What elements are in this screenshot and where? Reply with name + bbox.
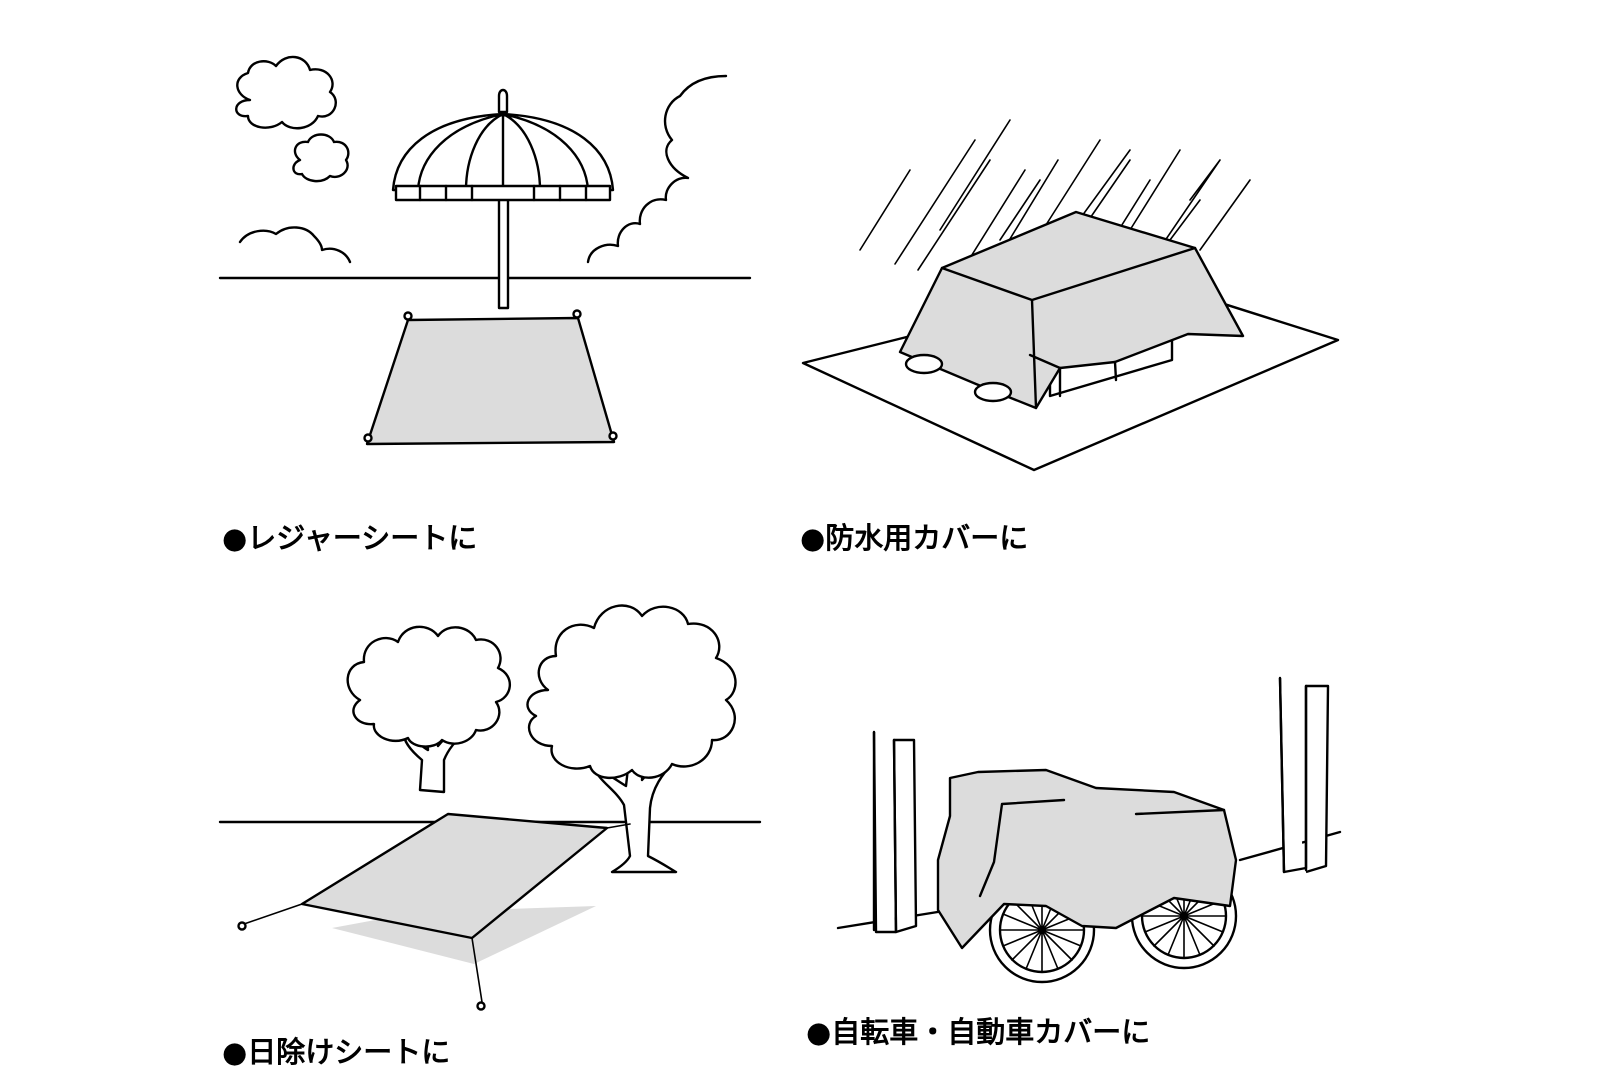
cloud-icon [292, 133, 350, 183]
waterproof-cover-illustration [801, 119, 1340, 472]
cloud-icon [586, 74, 728, 264]
panel-sunshade-sheet: ●日除けシートに [0, 560, 800, 1078]
leisure-sheet [365, 316, 616, 446]
caption-waterproof-cover: ●防水用カバーに [800, 521, 1029, 555]
panel-leisure-sheet: ●レジャーシートに [0, 0, 800, 560]
tree-icon [526, 604, 737, 874]
sunshade-sheet-illustration [218, 604, 762, 1011]
vehicle-cover-illustration [836, 676, 1342, 984]
vehicle-cover [936, 768, 1238, 950]
caption-vehicle-cover: ●自転車・自動車カバーに [806, 1015, 1151, 1049]
peg-icon [608, 431, 618, 441]
peg-icon [237, 921, 247, 931]
leisure-sheet-illustration [218, 55, 752, 446]
peg-icon [403, 311, 413, 321]
peg-icon [572, 309, 582, 319]
caption-leisure-sheet: ●レジャーシートに [222, 521, 478, 555]
covered-car-icon [898, 210, 1245, 410]
cloud-icon [235, 55, 337, 130]
panel-vehicle-cover: ●自転車・自動車カバーに [800, 560, 1600, 1078]
cloud-icon [238, 226, 352, 264]
peg-icon [363, 433, 373, 443]
rain-lines [859, 119, 1251, 291]
peg-icon [476, 1001, 486, 1011]
panel-waterproof-cover: ●防水用カバーに [800, 0, 1600, 560]
caption-sunshade-sheet: ●日除けシートに [222, 1035, 451, 1069]
post-icon [872, 730, 918, 934]
tree-icon [346, 625, 511, 794]
umbrella-icon [391, 88, 615, 310]
post-icon [1278, 676, 1330, 874]
